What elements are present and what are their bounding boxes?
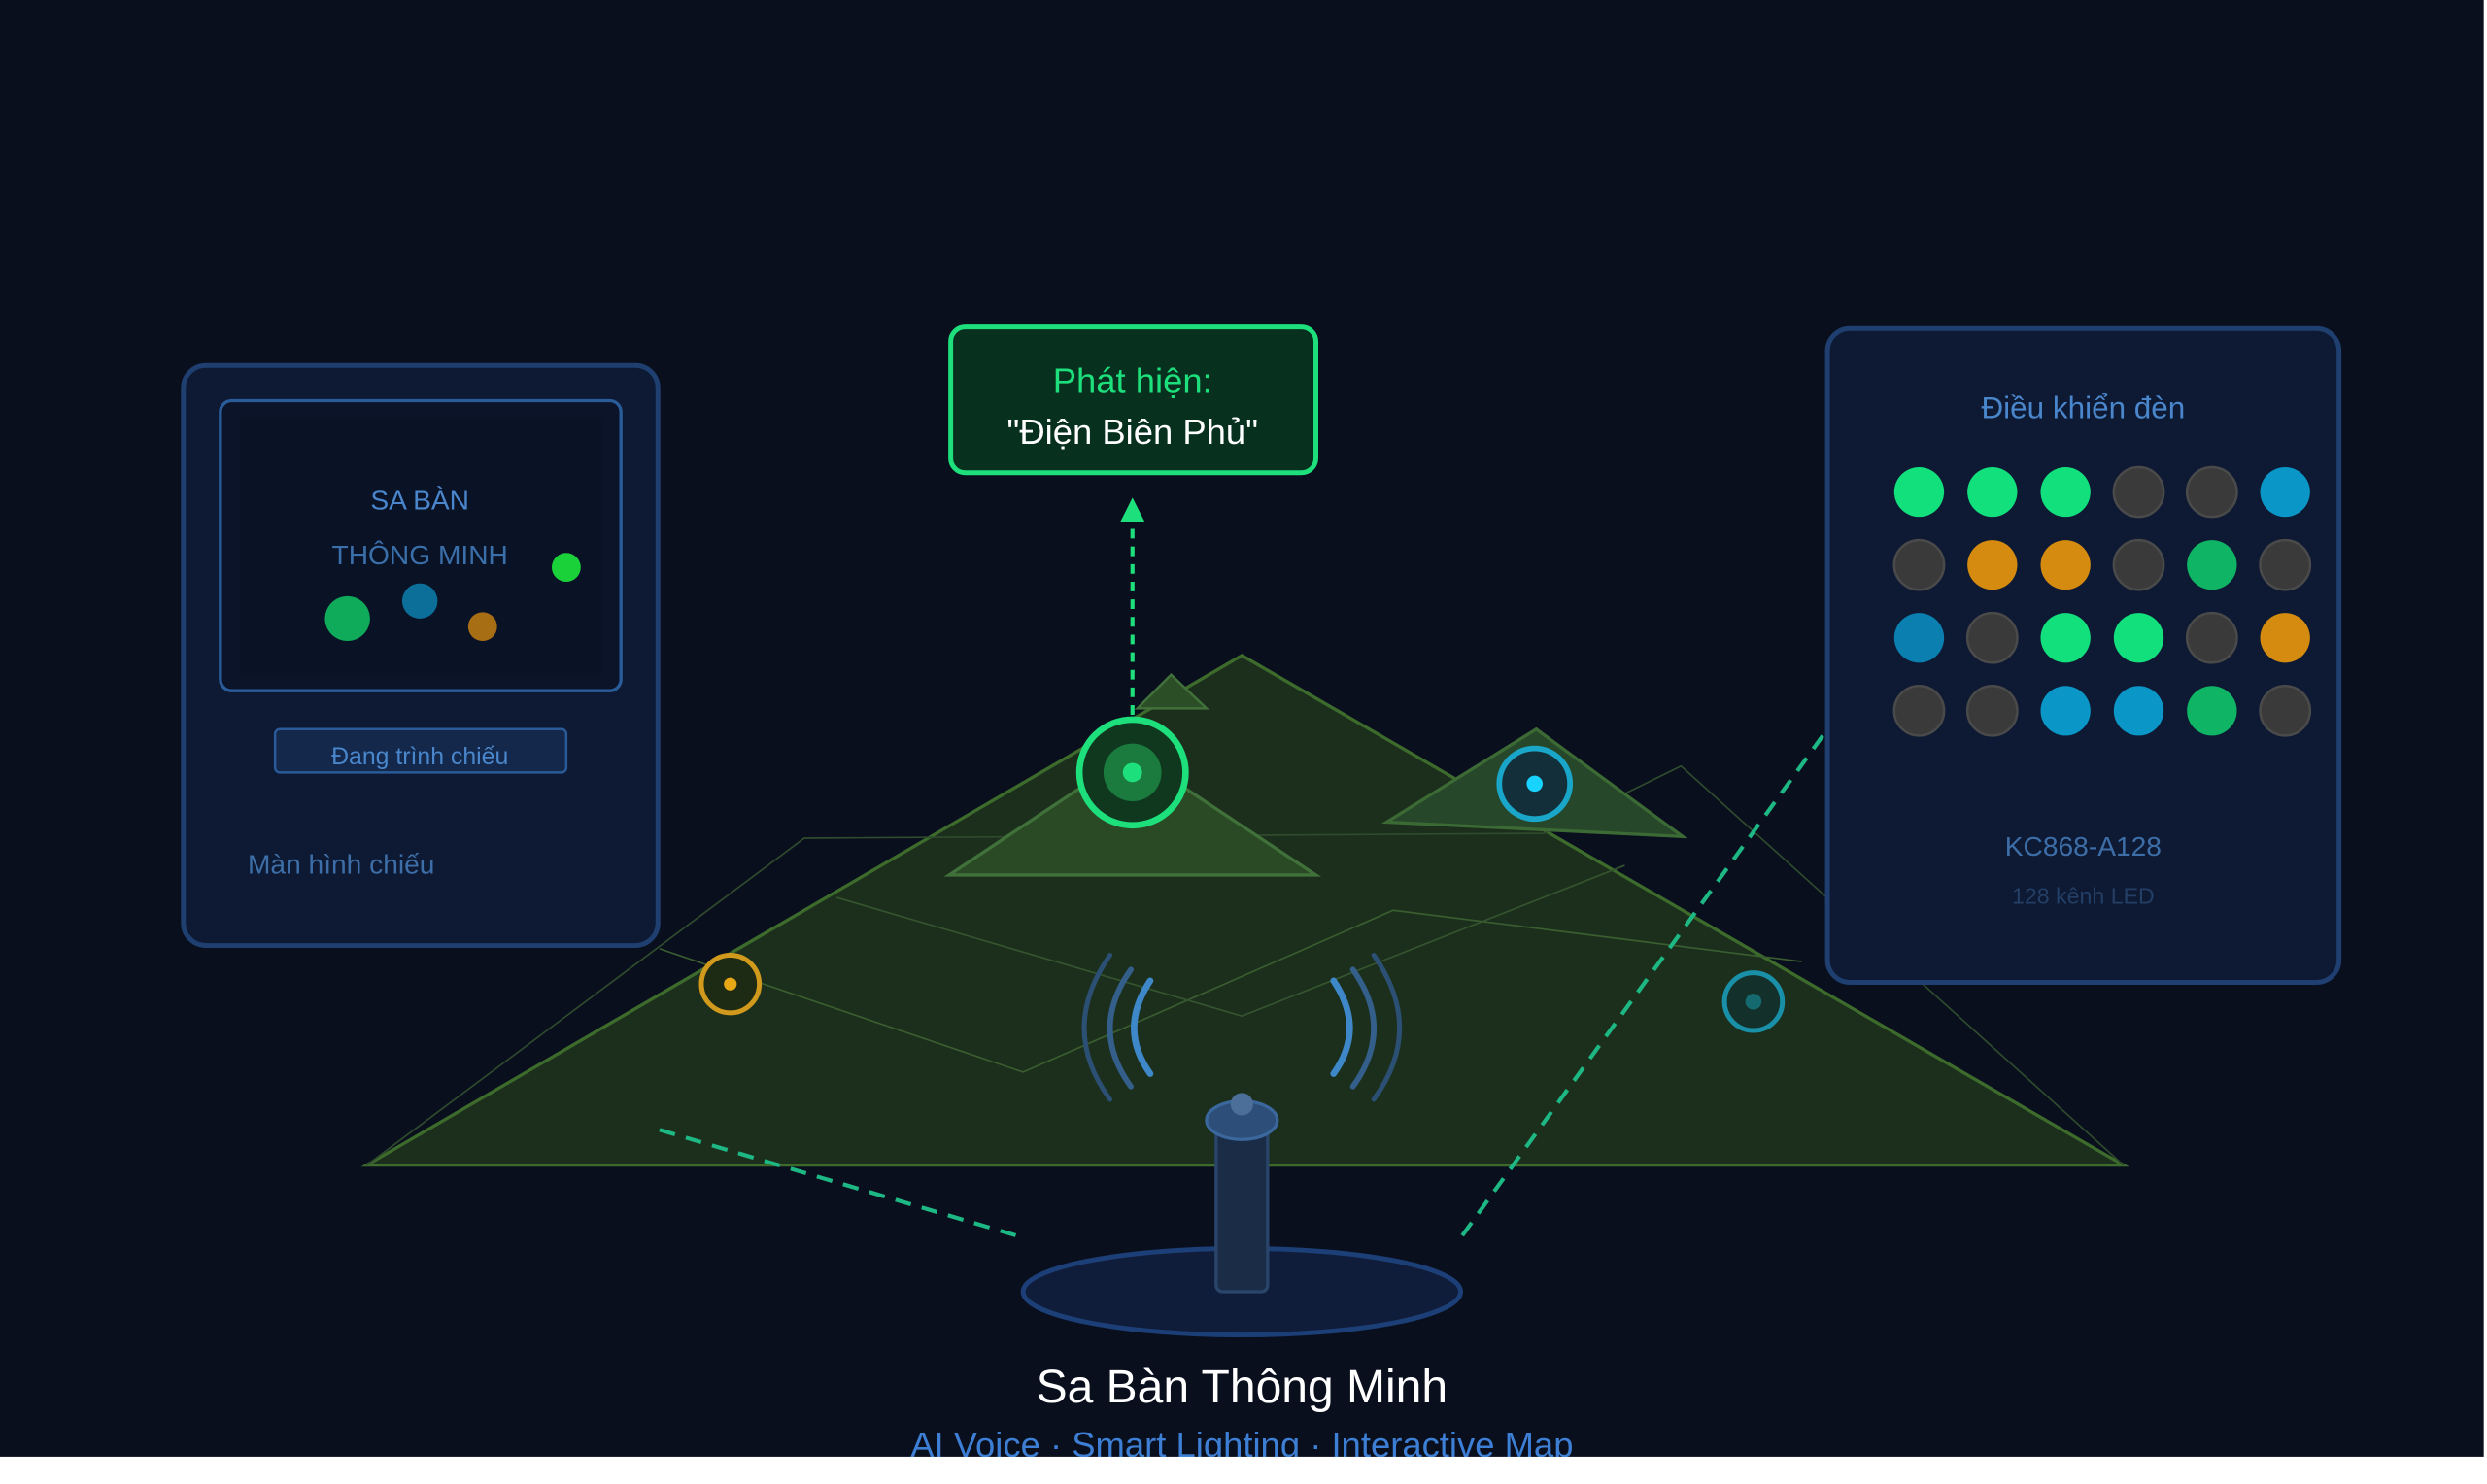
status-badge: Đang trình chiếu [331, 744, 508, 770]
led-light-2-5[interactable] [2187, 540, 2237, 590]
location-marker-teal[interactable] [1721, 970, 1786, 1033]
active-location-marker[interactable] [1075, 716, 1189, 829]
led-light-1-3[interactable] [2040, 467, 2091, 518]
detection-callout: Phát hiện: "Điện Biên Phủ" [948, 324, 1318, 476]
screen-dot-green [324, 595, 370, 642]
device-pole [1214, 1117, 1270, 1294]
led-light-4-1[interactable] [1892, 685, 1946, 737]
sound-wave-icon-left [1081, 952, 1154, 1102]
terrain-contour-3 [835, 864, 1625, 1018]
led-light-4-5[interactable] [2187, 686, 2237, 736]
led-light-2-6[interactable] [2259, 538, 2312, 591]
device-mic-icon [1230, 1093, 1253, 1116]
detection-title: Phát hiện: [1053, 360, 1212, 400]
projector-caption: Màn hình chiếu [248, 849, 434, 879]
led-control-panel: Điều khiển đèn KC868-A128 128 kênh LED [1824, 325, 2342, 985]
led-light-4-6[interactable] [2259, 685, 2312, 737]
led-light-3-6[interactable] [2260, 613, 2310, 663]
projection-screen-inner [239, 420, 602, 675]
detection-value: "Điện Biên Phủ" [1006, 412, 1258, 452]
screen-title-line2: THÔNG MINH [332, 540, 508, 570]
led-light-1-4[interactable] [2112, 465, 2165, 519]
led-light-1-2[interactable] [1967, 467, 2018, 518]
led-light-4-3[interactable] [2040, 686, 2091, 736]
terrain-contour-2 [659, 909, 1802, 1073]
status-badge-frame [273, 727, 568, 774]
screen-dot-green-bright [551, 553, 581, 582]
terrain-map [360, 653, 2129, 1167]
footer-title: Sa Bàn Thông Minh [1037, 1362, 1448, 1413]
projector-link-line [659, 1128, 1018, 1238]
voice-device [1020, 1093, 1464, 1338]
led-light-4-2[interactable] [1965, 685, 2019, 737]
led-light-2-1[interactable] [1892, 538, 1946, 591]
led-light-2-3[interactable] [2040, 540, 2091, 590]
led-light-2-2[interactable] [1967, 540, 2018, 590]
led-channel-count: 128 kênh LED [2012, 884, 2155, 909]
screen-dot-amber [467, 612, 497, 642]
led-light-1-5[interactable] [2185, 465, 2238, 519]
led-light-3-5[interactable] [2185, 611, 2238, 664]
led-light-3-3[interactable] [2040, 613, 2091, 663]
led-link-line [1460, 727, 1829, 1237]
location-marker-amber[interactable] [698, 952, 763, 1016]
led-panel-title: Điều khiển đèn [1981, 391, 2185, 425]
bottom-margin [0, 1456, 2487, 1484]
led-light-3-4[interactable] [2113, 613, 2164, 663]
right-margin [2483, 0, 2487, 1484]
screen-dot-blue [401, 583, 438, 619]
led-light-1-1[interactable] [1893, 467, 1945, 518]
led-grid [1892, 465, 2312, 737]
led-controller-model: KC868-A128 [2005, 831, 2162, 861]
sound-wave-icon-right [1330, 952, 1403, 1102]
projector-panel: SA BÀN THÔNG MINH Đang trình chiếu Màn h… [181, 362, 661, 949]
led-light-3-1[interactable] [1893, 613, 1945, 663]
screen-title-line1: SA BÀN [370, 486, 469, 516]
location-marker-cyan[interactable] [1496, 745, 1574, 823]
led-light-3-2[interactable] [1965, 611, 2019, 664]
led-light-1-6[interactable] [2260, 467, 2310, 518]
led-light-2-4[interactable] [2112, 538, 2165, 591]
mountain-peak-small [1134, 672, 1210, 710]
led-light-4-4[interactable] [2113, 686, 2164, 736]
